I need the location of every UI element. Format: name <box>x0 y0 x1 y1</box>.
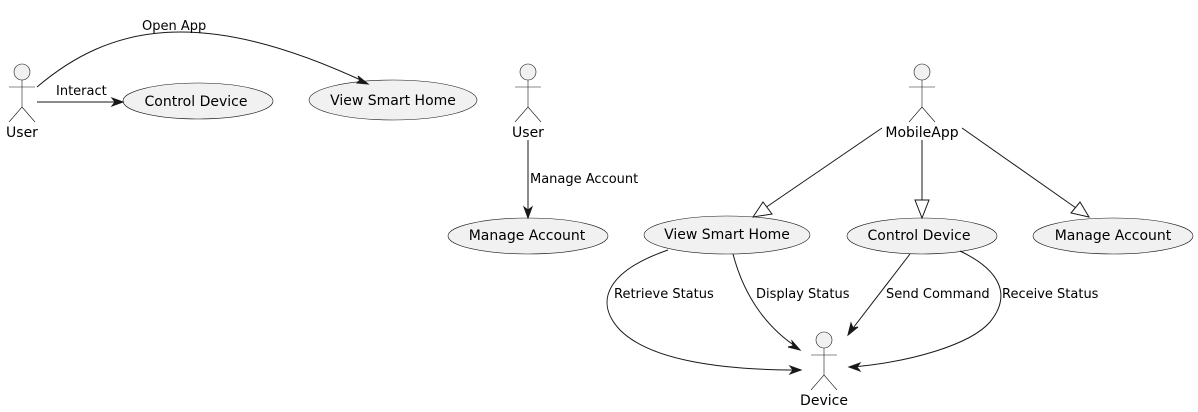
edge-open-app-label: Open App <box>142 19 206 34</box>
usecase-manage-account-2-label: Manage Account <box>1055 228 1172 244</box>
actor-device: Device <box>800 331 848 409</box>
edge-display-status-arrowhead <box>787 339 802 351</box>
actor-mobileapp-label: MobileApp <box>885 125 958 141</box>
actor-user-left: User <box>6 63 38 141</box>
edge-interact-label: Interact <box>56 84 107 99</box>
actor-user-left-icon <box>8 63 36 123</box>
actor-user-middle: User <box>512 63 544 141</box>
actor-user-middle-label: User <box>512 125 544 141</box>
edge-manage-account-label: Manage Account <box>530 172 638 187</box>
generalization-control-device-head <box>914 199 930 220</box>
usecase-control-device-1-label: Control Device <box>145 94 248 110</box>
edge-send-command-arrowhead <box>847 321 859 337</box>
usecase-view-smart-home-2-label: View Smart Home <box>664 227 790 243</box>
usecase-manage-account-1-label: Manage Account <box>469 228 586 244</box>
generalization-manage-account-head <box>1070 201 1091 218</box>
generalization-control-device <box>914 140 930 220</box>
generalization-view-smart-home <box>751 127 883 218</box>
actor-user-left-label: User <box>6 125 38 141</box>
usecase-control-device-1: Control Device <box>122 82 274 120</box>
usecase-view-smart-home-1-label: View Smart Home <box>330 93 456 109</box>
edge-send-command: Send Command <box>847 253 990 337</box>
edge-receive-status-label: Receive Status <box>1002 287 1099 302</box>
edge-retrieve-status-label: Retrieve Status <box>614 287 714 302</box>
edge-interact-arrowhead <box>110 96 125 108</box>
edge-receive-status-arrowhead <box>847 361 862 373</box>
edge-manage-account-arrowhead <box>522 205 534 220</box>
usecase-view-smart-home-1: View Smart Home <box>308 79 478 121</box>
actor-device-icon <box>810 331 838 391</box>
actor-mobileapp: MobileApp <box>885 63 959 141</box>
usecase-control-device-2: Control Device <box>846 217 998 255</box>
edge-open-app: Open App <box>36 19 370 88</box>
edge-open-app-arrowhead <box>355 75 370 85</box>
usecase-manage-account-2: Manage Account <box>1032 217 1194 255</box>
usecase-view-smart-home-2: View Smart Home <box>643 215 811 255</box>
edge-retrieve-status-arrowhead <box>788 364 803 376</box>
usecase-manage-account-1: Manage Account <box>447 217 609 255</box>
usecase-control-device-2-label: Control Device <box>868 228 971 244</box>
edge-manage-account: Manage Account <box>522 140 638 220</box>
edge-interact: Interact <box>37 84 125 108</box>
edge-display-status-label: Display Status <box>756 287 850 302</box>
actor-user-middle-icon <box>514 63 542 123</box>
generalization-manage-account <box>961 127 1091 218</box>
edge-retrieve-status: Retrieve Status <box>606 249 803 376</box>
edge-send-command-label: Send Command <box>886 287 990 302</box>
actor-mobileapp-icon <box>908 63 936 123</box>
actor-device-label: Device <box>800 393 848 409</box>
edge-receive-status: Receive Status <box>847 250 1099 373</box>
generalization-view-smart-home-head <box>751 201 773 218</box>
edge-display-status: Display Status <box>732 253 850 351</box>
